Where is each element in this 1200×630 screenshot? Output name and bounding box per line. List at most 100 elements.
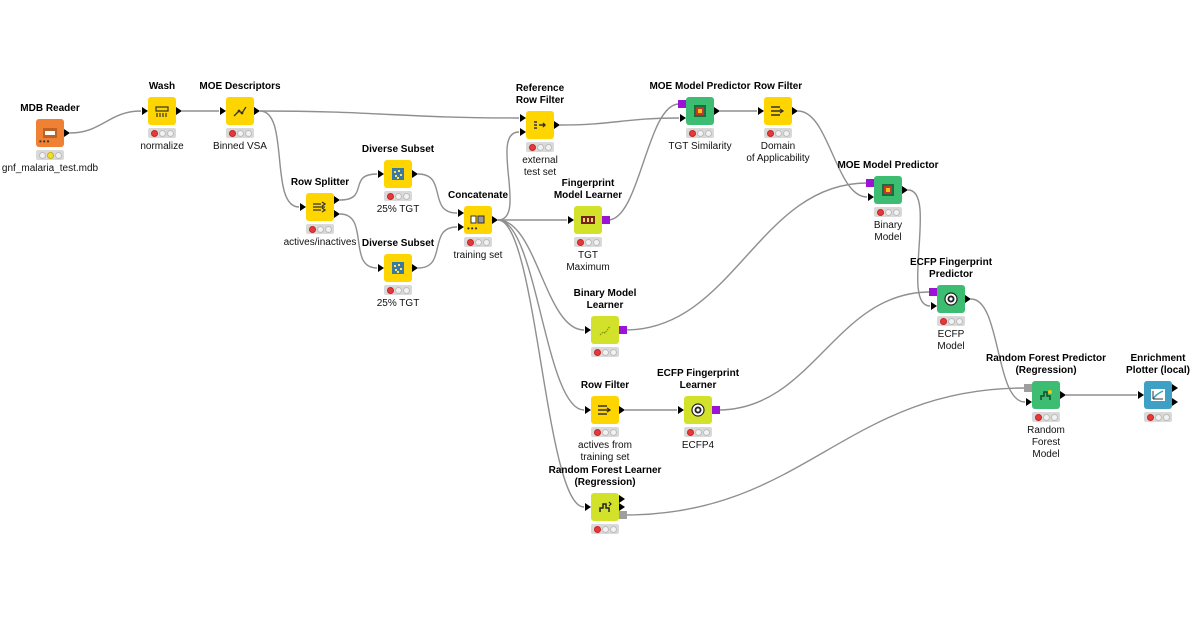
node-concat[interactable]: [464, 206, 492, 234]
data-port-icon[interactable]: [792, 107, 798, 115]
node-title: Enrichment Plotter (local): [1126, 353, 1190, 376]
gray-model-port-icon[interactable]: [619, 511, 627, 519]
data-port-icon[interactable]: [492, 216, 498, 224]
connection-line[interactable]: [497, 219, 585, 508]
data-port-icon[interactable]: [585, 326, 591, 334]
data-port-icon[interactable]: [585, 503, 591, 511]
connection-line[interactable]: [497, 131, 520, 221]
connection-line[interactable]: [797, 110, 868, 198]
node-rf-learner[interactable]: [591, 493, 619, 521]
data-port-icon[interactable]: [1172, 384, 1178, 392]
data-port-icon[interactable]: [334, 210, 340, 218]
data-port-icon[interactable]: [458, 209, 464, 217]
node-row-filter2[interactable]: [591, 396, 619, 424]
model-port-icon[interactable]: [678, 100, 686, 108]
node-ecfp-pred[interactable]: [937, 285, 965, 313]
data-port-icon[interactable]: [520, 128, 526, 136]
data-port-icon[interactable]: [678, 406, 684, 414]
data-port-icon[interactable]: [619, 503, 625, 511]
data-port-icon[interactable]: [220, 107, 226, 115]
node-ref-filter[interactable]: [526, 111, 554, 139]
node-annotation: ECFP Model: [937, 329, 965, 352]
red-status-light-icon: [593, 525, 601, 533]
node-row-splitter[interactable]: [306, 193, 334, 221]
data-port-icon[interactable]: [568, 216, 574, 224]
data-port-icon[interactable]: [619, 495, 625, 503]
data-port-icon[interactable]: [902, 186, 908, 194]
data-port-icon[interactable]: [758, 107, 764, 115]
connection-line[interactable]: [339, 213, 378, 269]
node-moe-desc[interactable]: [226, 97, 254, 125]
model-port-icon[interactable]: [866, 179, 874, 187]
connection-line[interactable]: [259, 110, 300, 208]
node-ecfp-learner[interactable]: [684, 396, 712, 424]
node-status-indicator: [591, 427, 619, 437]
binary-learner-icon: [597, 323, 613, 337]
connection-line[interactable]: [497, 219, 585, 331]
data-port-icon[interactable]: [714, 107, 720, 115]
data-port-icon[interactable]: [1026, 398, 1032, 406]
data-port-icon[interactable]: [378, 264, 384, 272]
node-annotation: actives from training set: [578, 440, 632, 463]
data-port-icon[interactable]: [176, 107, 182, 115]
model-port-icon[interactable]: [929, 288, 937, 296]
node-status-indicator: [1144, 412, 1172, 422]
data-port-icon[interactable]: [142, 107, 148, 115]
model-port-icon[interactable]: [619, 326, 627, 334]
node-moe-pred1[interactable]: [686, 97, 714, 125]
data-port-icon[interactable]: [64, 129, 70, 137]
data-port-icon[interactable]: [1172, 398, 1178, 406]
node-bin-learner[interactable]: [591, 316, 619, 344]
green-status-light-icon: [544, 143, 552, 151]
connection-line[interactable]: [417, 226, 458, 269]
connection-line[interactable]: [717, 291, 931, 411]
node-row-filter1[interactable]: [764, 97, 792, 125]
connection-line[interactable]: [339, 173, 378, 201]
data-port-icon[interactable]: [1138, 391, 1144, 399]
connection-line[interactable]: [417, 173, 458, 214]
node-diverse2[interactable]: [384, 254, 412, 282]
connection-line[interactable]: [907, 189, 931, 307]
connection-line[interactable]: [624, 387, 1026, 516]
data-port-icon[interactable]: [300, 203, 306, 211]
data-port-icon[interactable]: [931, 302, 937, 310]
data-port-icon[interactable]: [554, 121, 560, 129]
data-port-icon[interactable]: [680, 114, 686, 122]
node-moe-pred2[interactable]: [874, 176, 902, 204]
connection-line[interactable]: [624, 182, 868, 331]
data-port-icon[interactable]: [378, 170, 384, 178]
model-port-icon[interactable]: [712, 406, 720, 414]
data-port-icon[interactable]: [868, 193, 874, 201]
connection-line[interactable]: [497, 219, 585, 411]
connection-line[interactable]: [259, 110, 520, 119]
connection-line[interactable]: [970, 298, 1026, 403]
data-port-icon[interactable]: [412, 170, 418, 178]
gray-model-port-icon[interactable]: [1024, 384, 1032, 392]
node-annotation: Random Forest Model: [1027, 425, 1065, 460]
red-status-light-icon: [876, 208, 884, 216]
data-port-icon[interactable]: [520, 114, 526, 122]
data-port-icon[interactable]: [585, 406, 591, 414]
node-rf-pred[interactable]: [1032, 381, 1060, 409]
data-port-icon[interactable]: [1060, 391, 1066, 399]
data-port-icon[interactable]: [965, 295, 971, 303]
node-wash[interactable]: [148, 97, 176, 125]
data-port-icon[interactable]: [334, 196, 340, 204]
data-port-icon[interactable]: [619, 406, 625, 414]
connection-line[interactable]: [559, 117, 680, 126]
green-status-light-icon: [702, 428, 710, 436]
connection-line[interactable]: [607, 103, 680, 221]
connection-line[interactable]: [69, 110, 142, 134]
node-mdb-reader[interactable]: [36, 119, 64, 147]
node-diverse1[interactable]: [384, 160, 412, 188]
model-port-icon[interactable]: [602, 216, 610, 224]
yellow-status-light-icon: [884, 208, 892, 216]
node-enrich[interactable]: [1144, 381, 1172, 409]
data-port-icon[interactable]: [458, 223, 464, 231]
node-fp-learner[interactable]: [574, 206, 602, 234]
data-port-icon[interactable]: [254, 107, 260, 115]
node-title: Reference Row Filter: [515, 83, 565, 106]
data-port-icon[interactable]: [412, 264, 418, 272]
node-title: Binary Model Learner: [573, 288, 637, 311]
